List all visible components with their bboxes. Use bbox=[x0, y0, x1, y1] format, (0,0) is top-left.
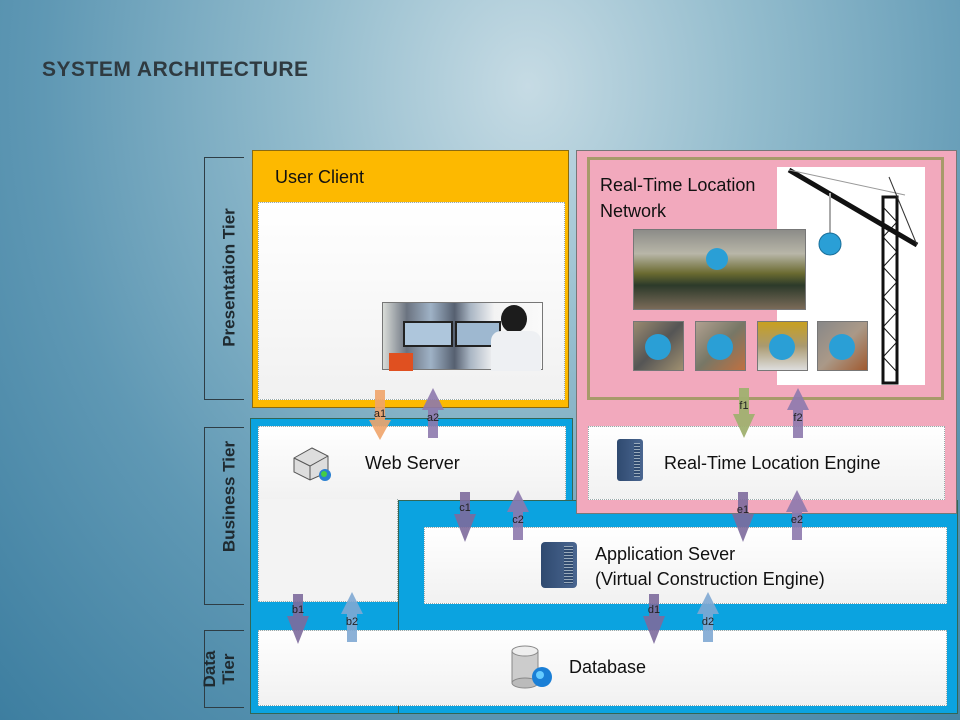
presentation-tier-label: Presentation Tier bbox=[219, 208, 239, 347]
user-client-label: User Client bbox=[275, 167, 365, 187]
arrow-c2: c2 bbox=[507, 490, 529, 540]
arrow-d1-label: d1 bbox=[647, 604, 661, 616]
data-tier-line2: Tier bbox=[219, 653, 238, 685]
operator-monitors-photo bbox=[382, 302, 543, 371]
rtl-network-line2: Network bbox=[600, 201, 667, 221]
app-server-line2: (Virtual Construction Engine) bbox=[595, 569, 825, 589]
arrow-e2-label: e2 bbox=[790, 514, 804, 526]
web-server-label: Web Server bbox=[365, 453, 460, 473]
database-icon bbox=[506, 645, 554, 689]
arrow-f1: f1 bbox=[733, 388, 755, 438]
arrow-d2: d2 bbox=[697, 592, 719, 642]
app-server-box bbox=[424, 527, 947, 604]
business-tier-label: Business Tier bbox=[220, 427, 239, 567]
worker-photo-1 bbox=[633, 321, 684, 371]
tag-icon bbox=[707, 334, 733, 360]
data-tier-line1: Data bbox=[200, 650, 219, 688]
tag-icon bbox=[645, 334, 671, 360]
arrow-d1: d1 bbox=[643, 594, 665, 644]
tag-icon bbox=[829, 334, 855, 360]
arrow-a1: a1 bbox=[369, 390, 391, 440]
arrow-a1-label: a1 bbox=[373, 408, 387, 420]
business-tier-bracket bbox=[204, 427, 244, 605]
arrow-f2: f2 bbox=[787, 388, 809, 438]
worker-photo-3 bbox=[757, 321, 808, 371]
database-box bbox=[258, 630, 947, 706]
business-tier-text: Business Tier bbox=[219, 440, 239, 553]
web-server-box-bottom bbox=[258, 499, 398, 602]
web-server-icon bbox=[290, 446, 332, 482]
app-server-line1: Application Sever bbox=[595, 544, 736, 564]
slide-title: SYSTEM ARCHITECTURE bbox=[42, 58, 309, 81]
data-tier-bracket bbox=[204, 630, 244, 708]
rtl-network-frame bbox=[587, 157, 944, 400]
arrow-b1: b1 bbox=[287, 594, 309, 644]
arrow-a2-label: a2 bbox=[426, 412, 440, 424]
app-server-icon bbox=[541, 542, 577, 588]
rtl-engine-box bbox=[588, 426, 945, 500]
truck-photo bbox=[633, 229, 806, 310]
rtl-engine-server-icon bbox=[617, 439, 643, 481]
tag-icon bbox=[706, 248, 728, 270]
arrow-a2: a2 bbox=[422, 388, 444, 438]
worker-photo-2 bbox=[695, 321, 746, 371]
tag-icon bbox=[769, 334, 795, 360]
arrow-e2: e2 bbox=[786, 490, 808, 540]
arrow-e1: e1 bbox=[732, 492, 754, 542]
arrow-c1: c1 bbox=[454, 492, 476, 542]
rtl-engine-label: Real-Time Location Engine bbox=[664, 453, 881, 473]
arrow-d2-label: d2 bbox=[701, 616, 715, 628]
arrow-f2-label: f2 bbox=[793, 412, 803, 424]
worker-photo-4 bbox=[817, 321, 868, 371]
arrow-c2-label: c2 bbox=[512, 514, 524, 526]
rtl-network-line1: Real-Time Location bbox=[600, 175, 756, 195]
arrow-b2-label: b2 bbox=[345, 616, 359, 628]
arrow-b1-label: b1 bbox=[291, 604, 305, 616]
crane-icon bbox=[787, 167, 919, 385]
database-label: Database bbox=[569, 657, 647, 677]
presentation-tier-bracket bbox=[204, 157, 244, 400]
arrow-f1-label: f1 bbox=[739, 400, 749, 412]
arrow-c1-label: c1 bbox=[459, 502, 471, 514]
arrow-b2: b2 bbox=[341, 592, 363, 642]
app-server-label: Application Sever (Virtual Construction E… bbox=[595, 542, 825, 592]
arrow-e1-label: e1 bbox=[736, 504, 750, 516]
